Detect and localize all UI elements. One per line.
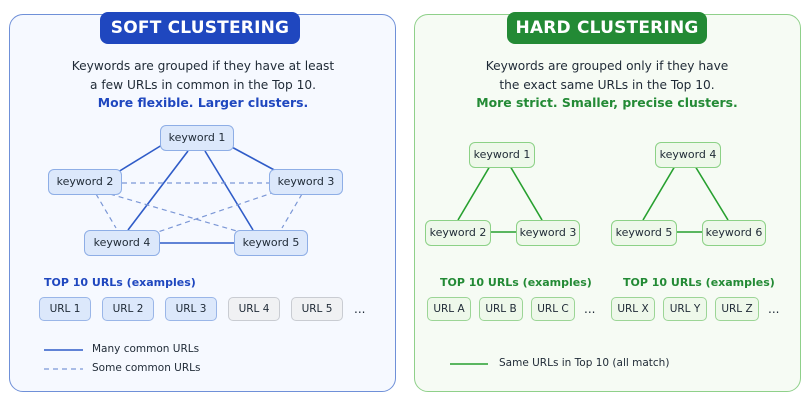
hard-url-c: URL C	[531, 297, 575, 321]
hard-node-keyword-1: keyword 1	[469, 142, 535, 168]
soft-edge-k1-k5	[204, 150, 254, 231]
soft-url-5: URL 5	[291, 297, 343, 321]
hard-url-a: URL A	[427, 297, 471, 321]
hard-legend-solid-label: Same URLs in Top 10 (all match)	[499, 357, 670, 369]
hard-node-keyword-5: keyword 5	[611, 220, 677, 246]
hard-url-y: URL Y	[663, 297, 707, 321]
soft-node-keyword-4: keyword 4	[84, 230, 160, 256]
soft-url-3: URL 3	[165, 297, 217, 321]
soft-url-4: URL 4	[228, 297, 280, 321]
hard-urls-title-2: TOP 10 URLs (examples)	[623, 276, 775, 289]
soft-edge-k2-k4	[95, 193, 117, 229]
hard-description-line-1: Keywords are grouped only if they have	[485, 59, 729, 73]
soft-node-keyword-2: keyword 2	[48, 169, 122, 195]
soft-edge-k3-k5	[281, 193, 303, 229]
hard-node-keyword-2: keyword 2	[425, 220, 491, 246]
soft-urls-ellipsis: ...	[354, 302, 366, 316]
soft-edge-k3-k4	[154, 191, 276, 234]
legend-solid-label: Many common URLs	[92, 343, 200, 355]
hard-url-b: URL B	[479, 297, 523, 321]
legend-dashed-label: Some common URLs	[92, 362, 201, 374]
hard-urls-title-1: TOP 10 URLs (examples)	[440, 276, 592, 289]
hard-edge-k4-k6	[694, 165, 729, 221]
soft-edge-k1-k4	[127, 150, 189, 231]
soft-url-2: URL 2	[102, 297, 154, 321]
hard-node-keyword-6: keyword 6	[702, 220, 766, 246]
hard-tagline: More strict. Smaller, precise clusters.	[476, 95, 738, 110]
hard-node-keyword-4: keyword 4	[655, 142, 721, 168]
soft-node-keyword-5: keyword 5	[234, 230, 308, 256]
soft-clustering-panel	[9, 14, 396, 392]
hard-clustering-panel	[414, 14, 801, 392]
soft-edge-k1-k3	[227, 144, 279, 173]
soft-node-keyword-1: keyword 1	[160, 125, 234, 151]
soft-description-line-2: a few URLs in common in the Top 10.	[90, 78, 316, 92]
hard-node-keyword-3: keyword 3	[516, 220, 580, 246]
hard-url-z: URL Z	[715, 297, 759, 321]
hard-edge-k1-k2	[457, 165, 491, 221]
soft-clustering-title: SOFT CLUSTERING	[100, 12, 300, 44]
hard-edge-k4-k5	[642, 165, 676, 221]
soft-edge-k1-k2	[117, 144, 163, 173]
soft-edge-k2-k5	[109, 193, 241, 233]
hard-description-line-2: the exact same URLs in the Top 10.	[499, 78, 715, 92]
soft-node-keyword-3: keyword 3	[269, 169, 343, 195]
hard-url-x: URL X	[611, 297, 655, 321]
hard-urls-2-ellipsis: ...	[768, 302, 780, 316]
soft-url-1: URL 1	[39, 297, 91, 321]
hard-clustering-title: HARD CLUSTERING	[507, 12, 707, 44]
hard-urls-1-ellipsis: ...	[584, 302, 596, 316]
hard-edge-k1-k3	[509, 165, 543, 221]
soft-tagline: More flexible. Larger clusters.	[97, 95, 309, 110]
soft-urls-title: TOP 10 URLs (examples)	[44, 276, 196, 289]
soft-description-line-1: Keywords are grouped if they have at lea…	[71, 59, 335, 73]
